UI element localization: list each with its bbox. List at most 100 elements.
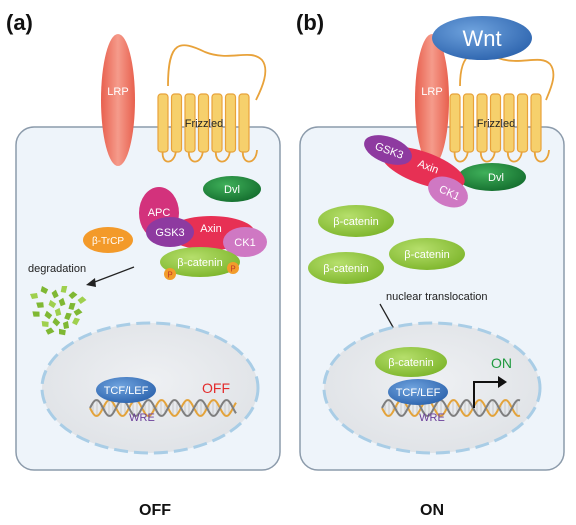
panel-b-caption: ON [420, 502, 444, 519]
wnt-label: Wnt [462, 26, 501, 51]
dna-strand [381, 399, 521, 417]
wre-label-a: WRE [129, 412, 155, 424]
frizzled-helix [503, 93, 515, 153]
fragment [68, 291, 78, 300]
fragment [36, 302, 44, 308]
status-on-label: ON [491, 355, 512, 371]
degraded-beta-catenin-fragments [30, 285, 87, 336]
frizzled-label-a: Frizzled [185, 118, 224, 130]
axin-label-a: Axin [200, 223, 221, 235]
lrp-receptor-a: LRP [101, 34, 135, 166]
frizzled-helix [184, 93, 196, 153]
fragment [41, 321, 49, 327]
fragment [77, 296, 87, 305]
frizzled-label-b: Frizzled [477, 118, 516, 130]
apc-label-a: APC [148, 207, 171, 219]
lrp-receptor-b: LRP [415, 34, 449, 166]
nucleus-a: TCF/LEF WRE OFF [40, 321, 260, 455]
frizzled-helix [170, 93, 183, 153]
frizzled-helix [516, 93, 529, 153]
tcf-lef-a [96, 377, 156, 403]
panel-a-letter: (a) [6, 10, 33, 35]
transcription-arrow [473, 376, 507, 408]
wnt-ligand: Wnt [432, 16, 532, 60]
lrp-label-b: LRP [421, 86, 442, 98]
frizzled-helix [449, 93, 461, 153]
beta-catenin-label-b1: β-catenin [333, 216, 378, 228]
free-beta-catenin-1: β-catenin [318, 205, 394, 237]
panel-a: (a) LRP Frizzled Dvl Axin CK1 APC [6, 10, 281, 519]
fragment [30, 293, 38, 299]
frizzled-receptor-a: Frizzled [157, 44, 267, 163]
fragment [52, 317, 61, 327]
frizzled-helix [489, 93, 502, 153]
dvl-label-a: Dvl [224, 184, 240, 196]
fragment [72, 317, 80, 326]
fragment [51, 289, 59, 299]
fragment [64, 312, 72, 321]
frizzled-helix [238, 93, 250, 153]
axin-complex-b: Dvl Axin CK1 GSK3 [364, 135, 526, 208]
fragment [62, 320, 70, 330]
dvl-b [458, 163, 526, 191]
gsk3-a [146, 217, 194, 247]
beta-catenin-label-b2: β-catenin [404, 249, 449, 261]
frizzled-helix [462, 93, 475, 153]
panel-b-letter: (b) [296, 10, 324, 35]
dna-strand [89, 399, 237, 417]
fragment [60, 285, 68, 293]
btrcp-a: β-TrCP [83, 227, 133, 253]
frizzled-helix [197, 93, 210, 153]
frizzled-helix [530, 93, 542, 153]
frizzled-receptor-b: Frizzled [449, 51, 555, 163]
phospho-label-2: P [230, 265, 235, 274]
frizzled-helix [224, 93, 237, 153]
fragment [40, 285, 49, 295]
gsk3-label-a: GSK3 [155, 227, 184, 239]
ck1-b [428, 176, 468, 208]
beta-catenin-a [160, 247, 240, 277]
phospho-label-1: P [167, 271, 172, 280]
fragment [44, 310, 53, 320]
fragment [54, 307, 62, 317]
frizzled-helices [449, 93, 542, 153]
phospho-group-1 [164, 268, 176, 280]
fragment [32, 311, 40, 317]
nucleus-b: β-catenin TCF/LEF WRE ON [322, 321, 542, 455]
ck1-label-a: CK1 [234, 237, 255, 249]
tcf-lef-b [388, 379, 448, 405]
dvl-label-b: Dvl [488, 172, 504, 184]
fragment [58, 328, 66, 336]
frizzled-helix [157, 93, 169, 153]
dvl-a: Dvl [203, 176, 261, 202]
fragment [58, 297, 66, 307]
phospho-group-2 [227, 262, 239, 274]
destruction-complex-a: Axin CK1 APC GSK3 β-catenin P P [139, 187, 267, 280]
gsk3-b [364, 135, 412, 165]
lrp-label-a: LRP [107, 86, 128, 98]
beta-catenin-label-b3: β-catenin [323, 263, 368, 275]
free-beta-catenin-2: β-catenin [389, 238, 465, 270]
panel-b: (b) LRP Frizzled Wnt Dvl Axin CK1 [296, 10, 565, 519]
status-off-label: OFF [202, 380, 230, 396]
nuclear-beta-catenin [375, 347, 447, 377]
dna-strand [89, 399, 237, 417]
ck1-a [223, 227, 267, 257]
tcf-lef-label-b: TCF/LEF [396, 387, 441, 399]
panel-a-caption: OFF [139, 502, 171, 519]
beta-catenin-label-nucleus: β-catenin [388, 357, 433, 369]
frizzled-helices [157, 93, 250, 153]
dna-helix-a [89, 399, 237, 417]
degradation-arrow [86, 266, 135, 287]
free-beta-catenin-3: β-catenin [308, 252, 384, 284]
fragment [45, 327, 55, 335]
beta-catenin-label-a: β-catenin [177, 257, 222, 269]
frizzled-helix [476, 93, 488, 153]
btrcp-label-a: β-TrCP [92, 236, 124, 247]
fragment [68, 302, 76, 311]
fragment [48, 299, 57, 309]
tcf-lef-label-a: TCF/LEF [104, 385, 149, 397]
fragment [73, 308, 83, 316]
wre-label-b: WRE [419, 412, 445, 424]
